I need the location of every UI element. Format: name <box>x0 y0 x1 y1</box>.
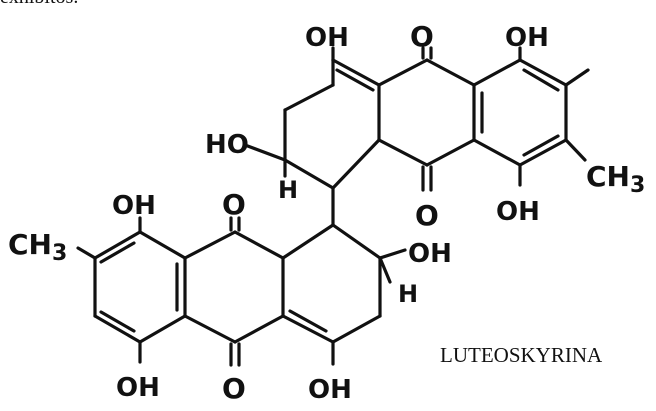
bond <box>288 309 328 333</box>
bond <box>564 138 587 162</box>
bond <box>183 314 237 344</box>
bond <box>378 248 407 260</box>
bond <box>93 314 142 344</box>
lower-anthraquinone-unit <box>76 216 407 367</box>
bond <box>283 83 335 112</box>
bond <box>331 58 381 87</box>
bond <box>518 58 568 87</box>
bond <box>138 230 187 260</box>
bond <box>472 138 522 167</box>
methyl-ch: CH <box>586 160 630 193</box>
bond <box>377 138 429 167</box>
bond <box>378 256 392 284</box>
bond <box>377 58 429 87</box>
hydroxyl-label: OH <box>305 23 349 53</box>
methyl-label: CH3 <box>586 160 645 198</box>
carbonyl-oxygen-label: O <box>410 20 434 53</box>
carbonyl-oxygen-label: O <box>222 188 246 221</box>
upper-anthraquinone-unit <box>243 46 590 227</box>
carbonyl-oxygen-label: O <box>222 372 246 405</box>
hydroxyl-label: OH <box>505 23 549 53</box>
bond <box>472 58 522 87</box>
bond <box>233 230 285 260</box>
methyl-subscript: 3 <box>52 241 67 266</box>
hydrogen-label: H <box>398 280 418 308</box>
bond <box>425 138 476 167</box>
hydroxyl-label: OH <box>408 239 452 269</box>
bond <box>518 138 568 167</box>
methyl-subscript: 3 <box>630 173 645 198</box>
bond <box>522 68 560 92</box>
hydroxyl-label: OH <box>112 191 156 221</box>
bond <box>243 143 287 162</box>
carbonyl-oxygen-label: O <box>415 199 439 232</box>
bond <box>99 310 136 333</box>
bond <box>425 58 476 87</box>
hydroxyl-label: OH <box>496 197 540 227</box>
bond <box>522 134 560 157</box>
bond <box>331 223 382 260</box>
compound-name: LUTEOSKYRINA <box>440 343 603 367</box>
bond <box>233 314 285 344</box>
bond <box>331 314 382 344</box>
bond <box>283 158 335 190</box>
page-fragment-text: exhibitos. <box>0 0 78 9</box>
bond <box>281 223 335 260</box>
bond <box>138 314 187 344</box>
bond <box>183 230 237 260</box>
bond <box>564 68 590 87</box>
bond <box>281 314 335 344</box>
bond <box>93 230 142 260</box>
hydroxyl-label: HO <box>205 130 249 160</box>
hydroxyl-label: OH <box>308 375 352 405</box>
methyl-ch: CH <box>8 228 52 261</box>
bond <box>335 68 375 92</box>
hydrogen-label: H <box>278 176 298 204</box>
hydroxyl-label: OH <box>116 373 160 403</box>
methyl-label: CH3 <box>8 228 67 266</box>
bond <box>99 241 136 264</box>
bond <box>76 246 97 260</box>
bond <box>331 138 381 190</box>
